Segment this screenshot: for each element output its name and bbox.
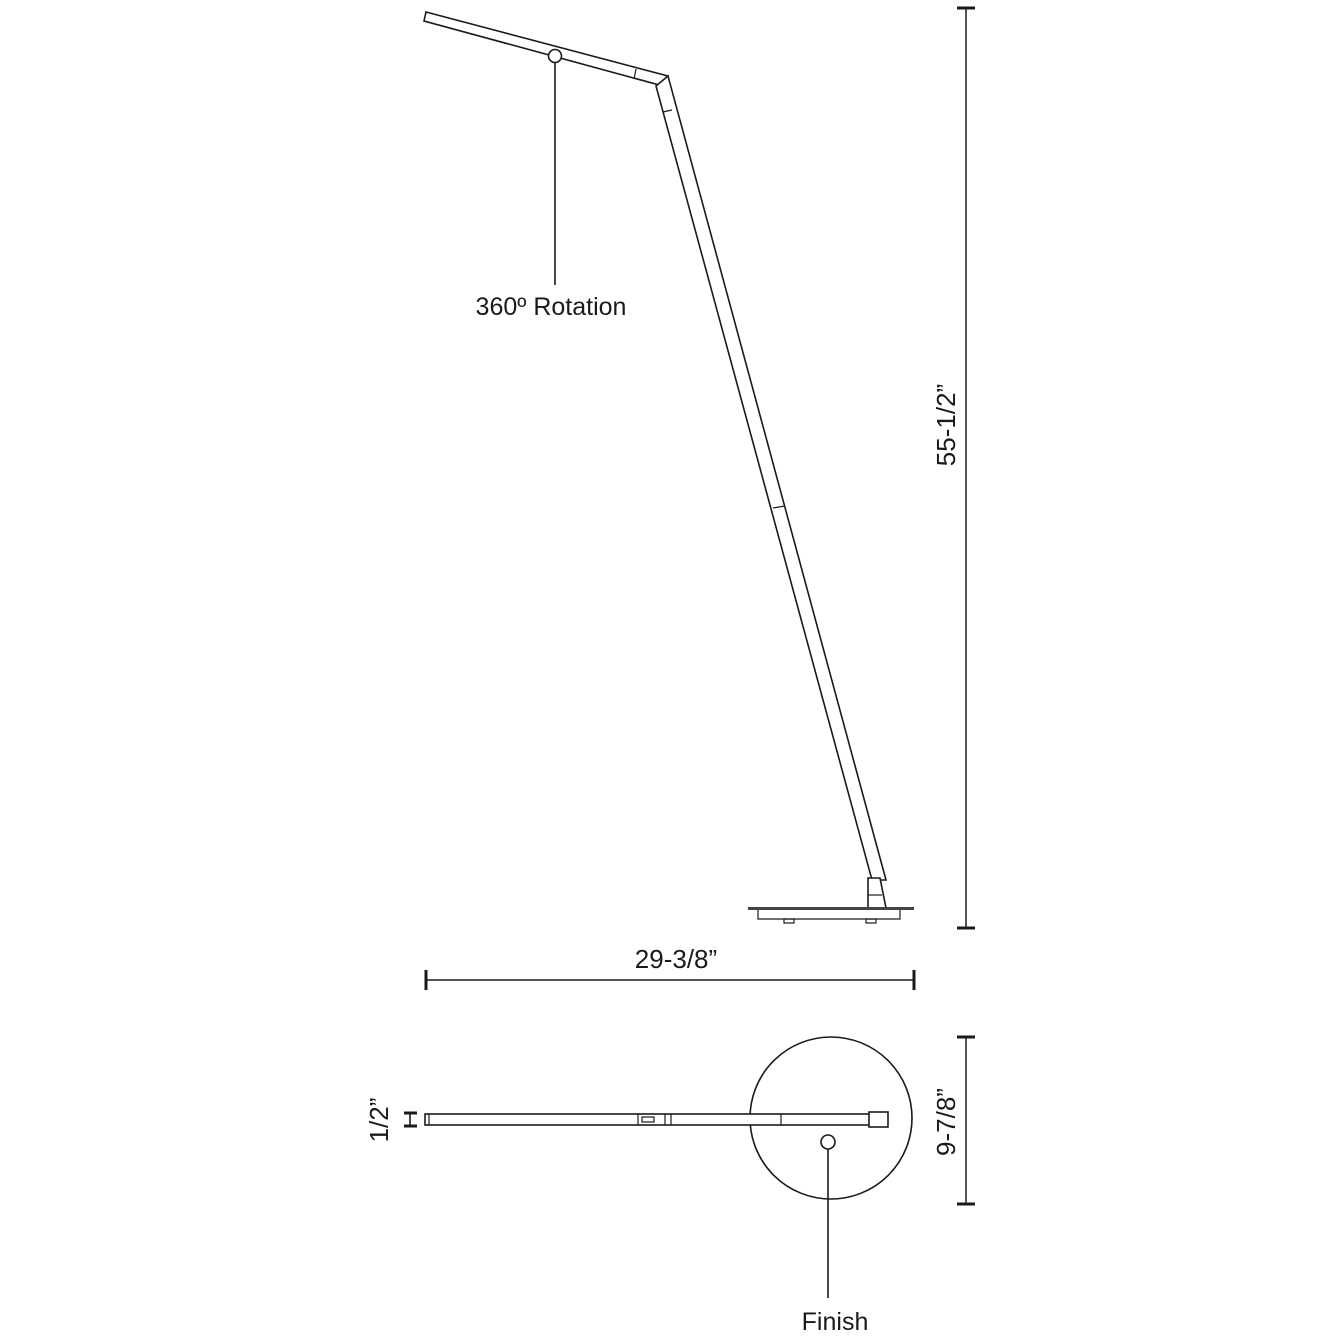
base-diameter-dimension bbox=[957, 1035, 975, 1206]
finish-label: Finish bbox=[802, 1308, 869, 1336]
rotation-label: 360º Rotation bbox=[476, 293, 627, 321]
lamp-pole bbox=[655, 74, 888, 881]
lamp-head-arm bbox=[423, 11, 670, 87]
height-label: 55-1/2” bbox=[931, 384, 961, 466]
side-view: 360º Rotation 55-1/2” 29-3/8” bbox=[423, 6, 975, 990]
rotation-pivot bbox=[547, 48, 563, 285]
finish-marker-icon bbox=[820, 1134, 836, 1150]
base-diameter-label: 9-7/8” bbox=[931, 1088, 961, 1156]
pivot-circle-icon bbox=[547, 48, 563, 64]
thickness-marker-icon bbox=[404, 1111, 417, 1128]
height-dimension bbox=[957, 6, 975, 930]
top-arm bbox=[424, 1111, 889, 1128]
thickness-label: 1/2” bbox=[364, 1098, 394, 1143]
width-label: 29-3/8” bbox=[635, 944, 717, 974]
width-dimension bbox=[424, 970, 916, 990]
lamp-base bbox=[748, 877, 914, 924]
top-view: Finish 1/2” 9-7/8” bbox=[364, 1035, 975, 1336]
